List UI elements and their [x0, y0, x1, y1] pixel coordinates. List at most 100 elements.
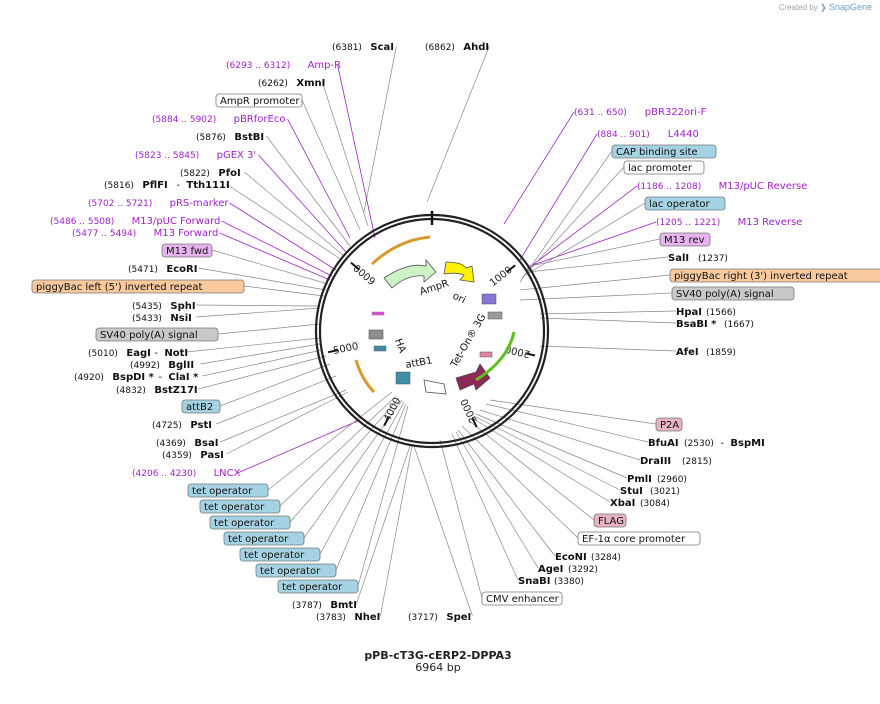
enzyme-position: (3717) — [408, 613, 438, 623]
attb1-label: attB1 — [405, 355, 434, 371]
enzyme-position: (2530) — [684, 439, 714, 449]
enzyme-separator: - — [158, 372, 162, 383]
label-ef1a: EF-1α core promoter — [577, 531, 701, 546]
leader-line — [220, 389, 347, 443]
leader-line — [473, 415, 621, 491]
label-pb-left: piggyBac left (5') inverted repeat — [31, 279, 245, 294]
enzyme-name-2: BspMI — [730, 438, 764, 449]
attb2-block — [373, 345, 387, 352]
primer-position: (5823 .. 5845) — [135, 151, 199, 161]
enzyme-name: NsiI — [170, 313, 191, 324]
enzyme-name: BglII — [168, 360, 194, 371]
leader-line — [519, 292, 673, 301]
feature-name: tet operator — [192, 486, 253, 497]
feature-name: AmpR promoter — [220, 96, 300, 107]
sv40-block — [487, 311, 503, 320]
leader-lines — [186, 45, 677, 617]
label-tetop2: tet operator — [199, 499, 281, 514]
mcs-block — [481, 293, 497, 305]
enzyme-position: (4992) — [130, 361, 160, 371]
leader-line — [322, 81, 369, 227]
ha-box — [368, 329, 384, 340]
leader-line — [244, 171, 345, 257]
enzyme-position: (3787) — [292, 601, 322, 611]
feature-name: lac promoter — [628, 163, 693, 174]
label-bspdi: (4920)BspDI *-ClaI * — [74, 372, 199, 383]
backbone-ring — [314, 213, 550, 449]
enzyme-name: DraIII — [640, 456, 671, 467]
label-stui: StuI(3021) — [620, 486, 680, 497]
enzyme-name: AfeI — [676, 347, 699, 358]
enzyme-position: (4359) — [162, 451, 192, 461]
leader-line — [202, 349, 323, 377]
label-draiii: DraIII (2815) — [640, 456, 712, 467]
enzyme-separator: - — [176, 180, 180, 191]
leader-line — [521, 166, 625, 279]
feature-box — [223, 531, 305, 546]
feature-name: CMV enhancer — [486, 594, 560, 605]
label-spei: (3717)SpeI — [408, 612, 471, 623]
tet-on-label: Tet-On® 3G — [449, 312, 489, 370]
ampr-arrow — [383, 258, 437, 289]
ori-arrow — [443, 261, 475, 283]
leader-line — [461, 425, 579, 539]
primer-name: M13/pUC Reverse — [719, 181, 808, 192]
enzyme-position: (2815) — [682, 457, 712, 467]
primer-leader — [287, 118, 351, 239]
leader-line — [475, 413, 628, 479]
promoter-arc-left — [354, 359, 376, 394]
enzyme-position: (5471) — [128, 265, 158, 275]
primer-leader — [337, 64, 376, 239]
leader-line — [357, 405, 409, 587]
tet-op-block — [395, 371, 411, 385]
tick-label: 3000 — [459, 397, 480, 425]
leader-line — [266, 135, 351, 247]
label-l4440: (884 .. 901)L4440 — [597, 129, 699, 140]
leader-line — [226, 183, 343, 261]
label-flag: FLAG — [593, 513, 627, 528]
feature-box — [577, 531, 701, 546]
leader-line — [196, 307, 321, 318]
leader-line — [539, 317, 677, 324]
primer-name: pGEX 3' — [217, 150, 257, 161]
label-pbr322ori: (631 .. 650)pBR322ori-F — [574, 107, 707, 118]
enzyme-name: XmnI — [296, 78, 325, 89]
tick-mark — [327, 349, 339, 354]
feature-box — [161, 243, 213, 258]
enzyme-name: PstI — [190, 420, 212, 431]
leader-line — [198, 355, 327, 390]
feature-name: piggyBac right (3') inverted repeat — [674, 271, 848, 282]
leader-line — [519, 150, 613, 283]
label-sphi: (5435)SphI — [132, 301, 196, 312]
enzyme-position: (6381) — [332, 43, 362, 53]
label-bstbi: (5876)BstBI — [196, 132, 264, 143]
ampr-promoter-arc — [370, 235, 431, 266]
label-pflfi: (5816)PflFI-Tth111I — [104, 180, 230, 191]
leader-line — [279, 395, 397, 507]
enzyme-name-2: ClaI * — [168, 372, 199, 383]
label-psti: (4725)PstI — [152, 420, 212, 431]
enzyme-position: (3021) — [650, 487, 680, 497]
enzyme-position: (5010) — [88, 349, 118, 359]
primer-leader — [237, 419, 361, 474]
enzyme-position: (6262) — [258, 79, 288, 89]
enzyme-name: XbaI — [610, 498, 635, 509]
primer-position: (631 .. 650) — [574, 108, 627, 118]
enzyme-position: (4832) — [116, 386, 146, 396]
label-m13puc-fwd: (5486 .. 5508)M13/pUC Forward — [50, 216, 220, 227]
leader-line — [289, 397, 400, 523]
ori-label: ori — [451, 291, 467, 306]
label-eagi: (5010)EagI-NotI — [88, 348, 188, 359]
enzyme-position: (5435) — [132, 302, 162, 312]
leader-line — [380, 445, 413, 617]
m13-block — [371, 311, 385, 316]
label-snabi: SnaBI(3380) — [518, 576, 584, 587]
label-pbrforeco: (5884 .. 5902)pBRforEco — [152, 114, 285, 125]
tick-mark — [383, 416, 390, 427]
feature-box — [181, 399, 221, 414]
tick-mark — [471, 417, 478, 428]
label-pb-right: piggyBac right (3') inverted repeat — [669, 268, 880, 283]
primer-name: M13 Reverse — [738, 217, 803, 228]
